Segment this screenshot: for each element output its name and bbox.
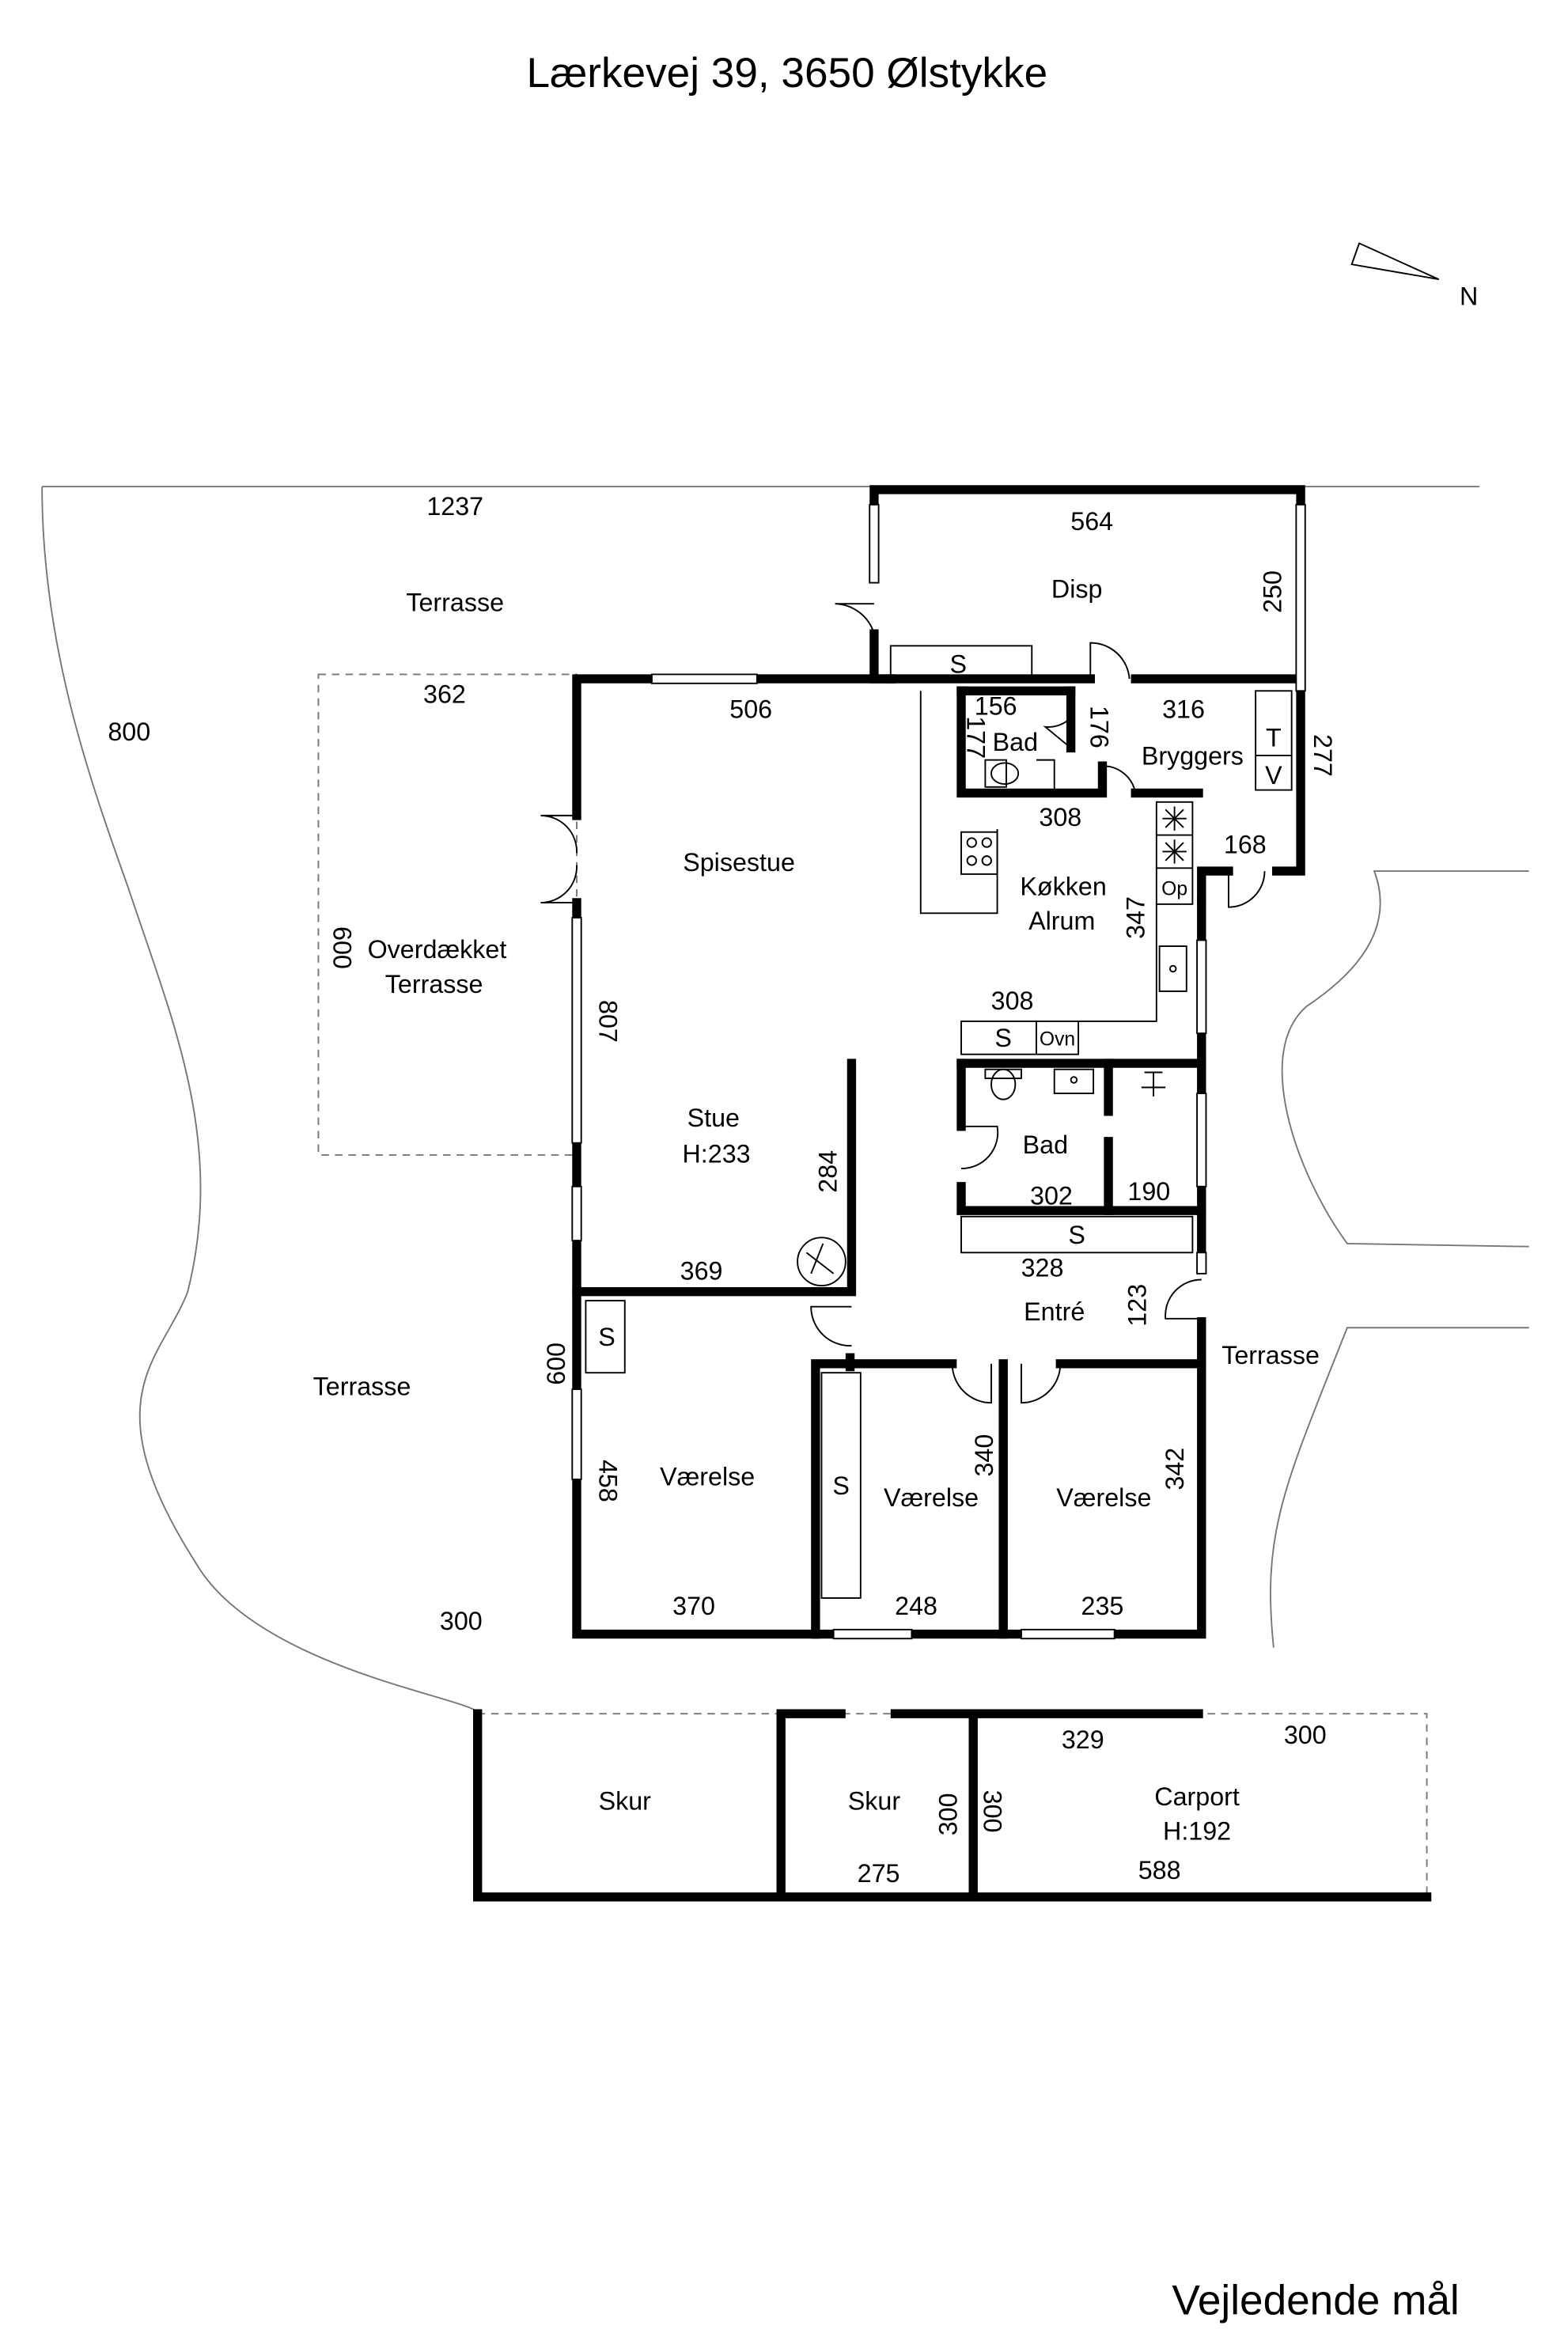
dim-300-right: 300 — [1284, 1721, 1327, 1749]
plot-outline — [41, 486, 1529, 1896]
room-stue: Stue — [687, 1104, 740, 1132]
room-vaerelse-1: Værelse — [660, 1463, 755, 1491]
dim-347: 347 — [1122, 896, 1150, 939]
dim-308-mid: 308 — [991, 987, 1034, 1015]
room-stue-height: H:233 — [683, 1139, 751, 1168]
room-vaerelse-3: Værelse — [1056, 1483, 1151, 1512]
room-skur-2: Skur — [848, 1787, 901, 1816]
dim-123: 123 — [1123, 1284, 1152, 1327]
outbuilding-walls — [473, 1709, 1432, 1902]
dim-308-top: 308 — [1039, 803, 1081, 831]
room-carport: Carport — [1154, 1782, 1240, 1811]
dim-300-carport: 300 — [978, 1790, 1006, 1833]
north-arrow-icon — [1350, 242, 1440, 281]
room-disp: Disp — [1051, 575, 1103, 604]
room-carport-height: H:192 — [1163, 1817, 1231, 1846]
exterior-walls — [572, 485, 1305, 1639]
dim-302: 302 — [1030, 1182, 1073, 1210]
room-overdaekket-line1: Overdækket — [368, 935, 507, 964]
dim-156: 156 — [975, 692, 1017, 721]
doors — [540, 603, 1266, 1404]
room-skur-1: Skur — [599, 1787, 652, 1816]
dim-588: 588 — [1138, 1856, 1181, 1884]
dim-300-left: 300 — [440, 1607, 483, 1635]
dim-275: 275 — [858, 1859, 900, 1888]
fixture-ovn: Ovn — [1040, 1028, 1075, 1050]
dim-369: 369 — [680, 1256, 723, 1285]
room-vaerelse-2: Værelse — [884, 1483, 979, 1512]
room-terrasse-left: Terrasse — [313, 1373, 411, 1401]
dim-329: 329 — [1062, 1725, 1104, 1754]
disclaimer-footer: Vejledende mål — [1172, 2278, 1459, 2324]
dim-807: 807 — [593, 1000, 622, 1043]
dim-235: 235 — [1081, 1592, 1124, 1620]
fixture-v: V — [1265, 761, 1282, 790]
room-koekken-line2: Alrum — [1028, 907, 1095, 935]
fixture-s-disp: S — [949, 650, 967, 679]
dim-362: 362 — [423, 680, 466, 708]
dim-248: 248 — [895, 1592, 937, 1620]
dim-800: 800 — [108, 718, 150, 746]
room-bryggers: Bryggers — [1142, 741, 1244, 770]
dim-316: 316 — [1162, 695, 1205, 723]
fixture-s-entre: S — [1068, 1221, 1085, 1249]
fixture-s-vaerelse-2: S — [832, 1471, 850, 1500]
room-entre: Entré — [1024, 1297, 1085, 1326]
fixture-s-vaerelse-1: S — [598, 1323, 615, 1351]
dim-168: 168 — [1224, 830, 1267, 858]
room-bad-small: Bad — [993, 728, 1038, 756]
dim-506: 506 — [729, 695, 772, 723]
room-terrasse-top: Terrasse — [406, 589, 504, 617]
dim-600-cov: 600 — [328, 926, 356, 969]
fixture-labels: S T V Op S Ovn S S S — [598, 650, 1282, 1500]
dim-277: 277 — [1309, 734, 1337, 777]
north-label: N — [1460, 282, 1478, 310]
room-terrasse-right: Terrasse — [1221, 1341, 1320, 1369]
dim-370: 370 — [672, 1592, 715, 1620]
room-koekken-line1: Køkken — [1020, 872, 1106, 900]
dim-340: 340 — [970, 1434, 998, 1477]
fixture-op: Op — [1161, 878, 1187, 900]
dim-284: 284 — [813, 1150, 842, 1193]
fixtures-linework — [585, 645, 1293, 1599]
interior-walls — [572, 674, 1297, 1639]
dim-342: 342 — [1161, 1448, 1189, 1490]
dimension-labels: 1237 564 800 362 506 156 316 308 168 308… — [108, 492, 1337, 1888]
dim-600-room: 600 — [542, 1343, 570, 1385]
dim-458: 458 — [593, 1460, 622, 1502]
dim-564: 564 — [1070, 507, 1113, 536]
dim-300-skur: 300 — [934, 1793, 962, 1835]
room-spisestue: Spisestue — [683, 848, 795, 877]
dim-328: 328 — [1021, 1254, 1064, 1282]
dim-190: 190 — [1127, 1177, 1170, 1206]
plan-title: Lærkevej 39, 3650 Ølstykke — [526, 50, 1047, 97]
room-labels: Terrasse Terrasse Terrasse Overdækket Te… — [313, 575, 1320, 1846]
dim-177: 177 — [962, 716, 990, 759]
room-overdaekket-line2: Terrasse — [385, 970, 483, 998]
dim-176: 176 — [1085, 706, 1113, 748]
windows — [571, 503, 1306, 1640]
fixture-s-kitchen: S — [994, 1024, 1012, 1052]
fixture-t: T — [1266, 724, 1282, 752]
room-bad-large: Bad — [1023, 1131, 1068, 1159]
dim-250: 250 — [1258, 570, 1286, 613]
dim-1237: 1237 — [426, 492, 483, 521]
